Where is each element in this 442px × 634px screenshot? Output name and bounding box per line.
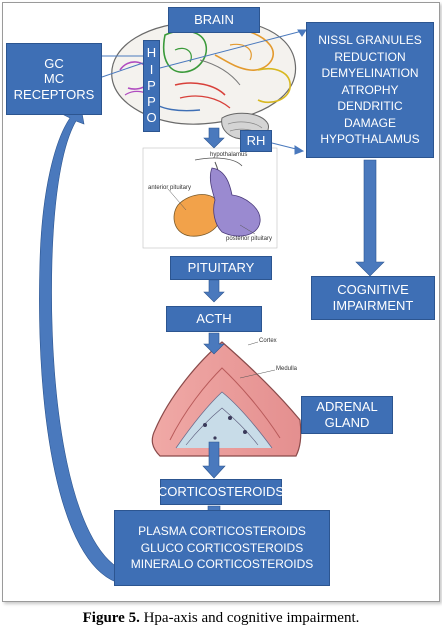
hippo-letter: O xyxy=(146,110,157,126)
label-medulla: Medulla xyxy=(276,366,298,372)
arrow-feedback-to-receptors xyxy=(39,101,123,583)
box-pituitary-label: PITUITARY xyxy=(187,260,255,276)
arrow-brain-to-pituitary xyxy=(203,127,225,149)
connector-lines xyxy=(101,29,307,155)
box-cognitive-impairment: COGNITIVE IMPAIRMENT xyxy=(311,276,435,320)
effects-line: NISSL GRANULES xyxy=(318,33,422,48)
hippo-letter: P xyxy=(147,94,156,110)
effects-line: DAMAGE xyxy=(343,115,396,130)
box-brain: BRAIN xyxy=(168,7,260,33)
effects-line: HYPOTHALAMUS xyxy=(320,132,420,147)
box-corticosteroids-label: CORTICOSTEROIDS xyxy=(157,484,285,500)
label-posterior-pituitary: posterior pituitary xyxy=(226,236,273,242)
box-rh: RH xyxy=(240,130,272,152)
box-brain-effects: NISSL GRANULES REDUCTION DEMYELINATION A… xyxy=(306,22,434,158)
plasma-line-2: GLUCO CORTICOSTEROIDS xyxy=(140,540,304,555)
cognitive-line-1: COGNITIVE xyxy=(337,282,409,298)
arrow-hypothalamus-to-cognitive xyxy=(355,159,385,277)
arrow-adrenal-to-corticosteroids xyxy=(202,441,226,479)
label-cortex: Cortex xyxy=(259,338,277,344)
adrenal-illustration xyxy=(151,341,302,457)
box-hippo: H I P P O xyxy=(143,40,160,132)
plasma-line-1: PLASMA CORTICOSTEROIDS xyxy=(138,523,306,538)
plasma-line-3: MINERALO CORTICOSTEROIDS xyxy=(130,557,314,572)
cognitive-line-2: IMPAIRMENT xyxy=(332,298,414,313)
effects-line: ATROPHY xyxy=(341,82,399,97)
adrenal-line-1: ADRENAL xyxy=(316,399,378,415)
effects-line: REDUCTION xyxy=(334,49,406,64)
box-brain-label: BRAIN xyxy=(194,12,234,28)
label-anterior-pituitary: anterior pituitary xyxy=(148,185,192,191)
hippo-letter: H xyxy=(146,45,157,61)
caption-text: Hpa-axis and cognitive impairment. xyxy=(139,610,360,626)
effects-line: DEMYELINATION xyxy=(321,66,419,81)
gc-line-3: RECEPTORS xyxy=(13,86,95,102)
box-rh-label: RH xyxy=(246,133,266,149)
adrenal-line-2: GLAND xyxy=(324,415,370,430)
arrow-acth-to-adrenal xyxy=(203,332,225,355)
box-gc-mc-receptors: GC MC RECEPTORS xyxy=(6,43,102,115)
gc-line-2: MC xyxy=(43,71,65,87)
caption-figure-number: Figure 5. xyxy=(82,610,140,626)
box-corticosteroids: CORTICOSTEROIDS xyxy=(157,479,285,505)
effects-line: DENDRITIC xyxy=(337,99,403,114)
box-acth-label: ACTH xyxy=(196,311,232,327)
pituitary-illustration xyxy=(142,147,278,249)
box-pituitary: PITUITARY xyxy=(170,256,272,280)
brain-illustration xyxy=(111,19,297,140)
box-plasma-corticosteroids: PLASMA CORTICOSTEROIDS GLUCO CORTICOSTER… xyxy=(114,510,330,586)
arrow-pituitary-to-acth xyxy=(203,279,225,303)
figure-caption: Figure 5. Hpa-axis and cognitive impairm… xyxy=(0,610,442,627)
hippo-letter: I xyxy=(149,61,154,77)
box-adrenal-gland: ADRENAL GLAND xyxy=(301,396,393,434)
label-hypothalamus: hypothalamus xyxy=(210,152,248,158)
hippo-letter: P xyxy=(147,77,156,93)
gc-line-1: GC xyxy=(44,55,64,71)
box-acth: ACTH xyxy=(166,306,262,332)
